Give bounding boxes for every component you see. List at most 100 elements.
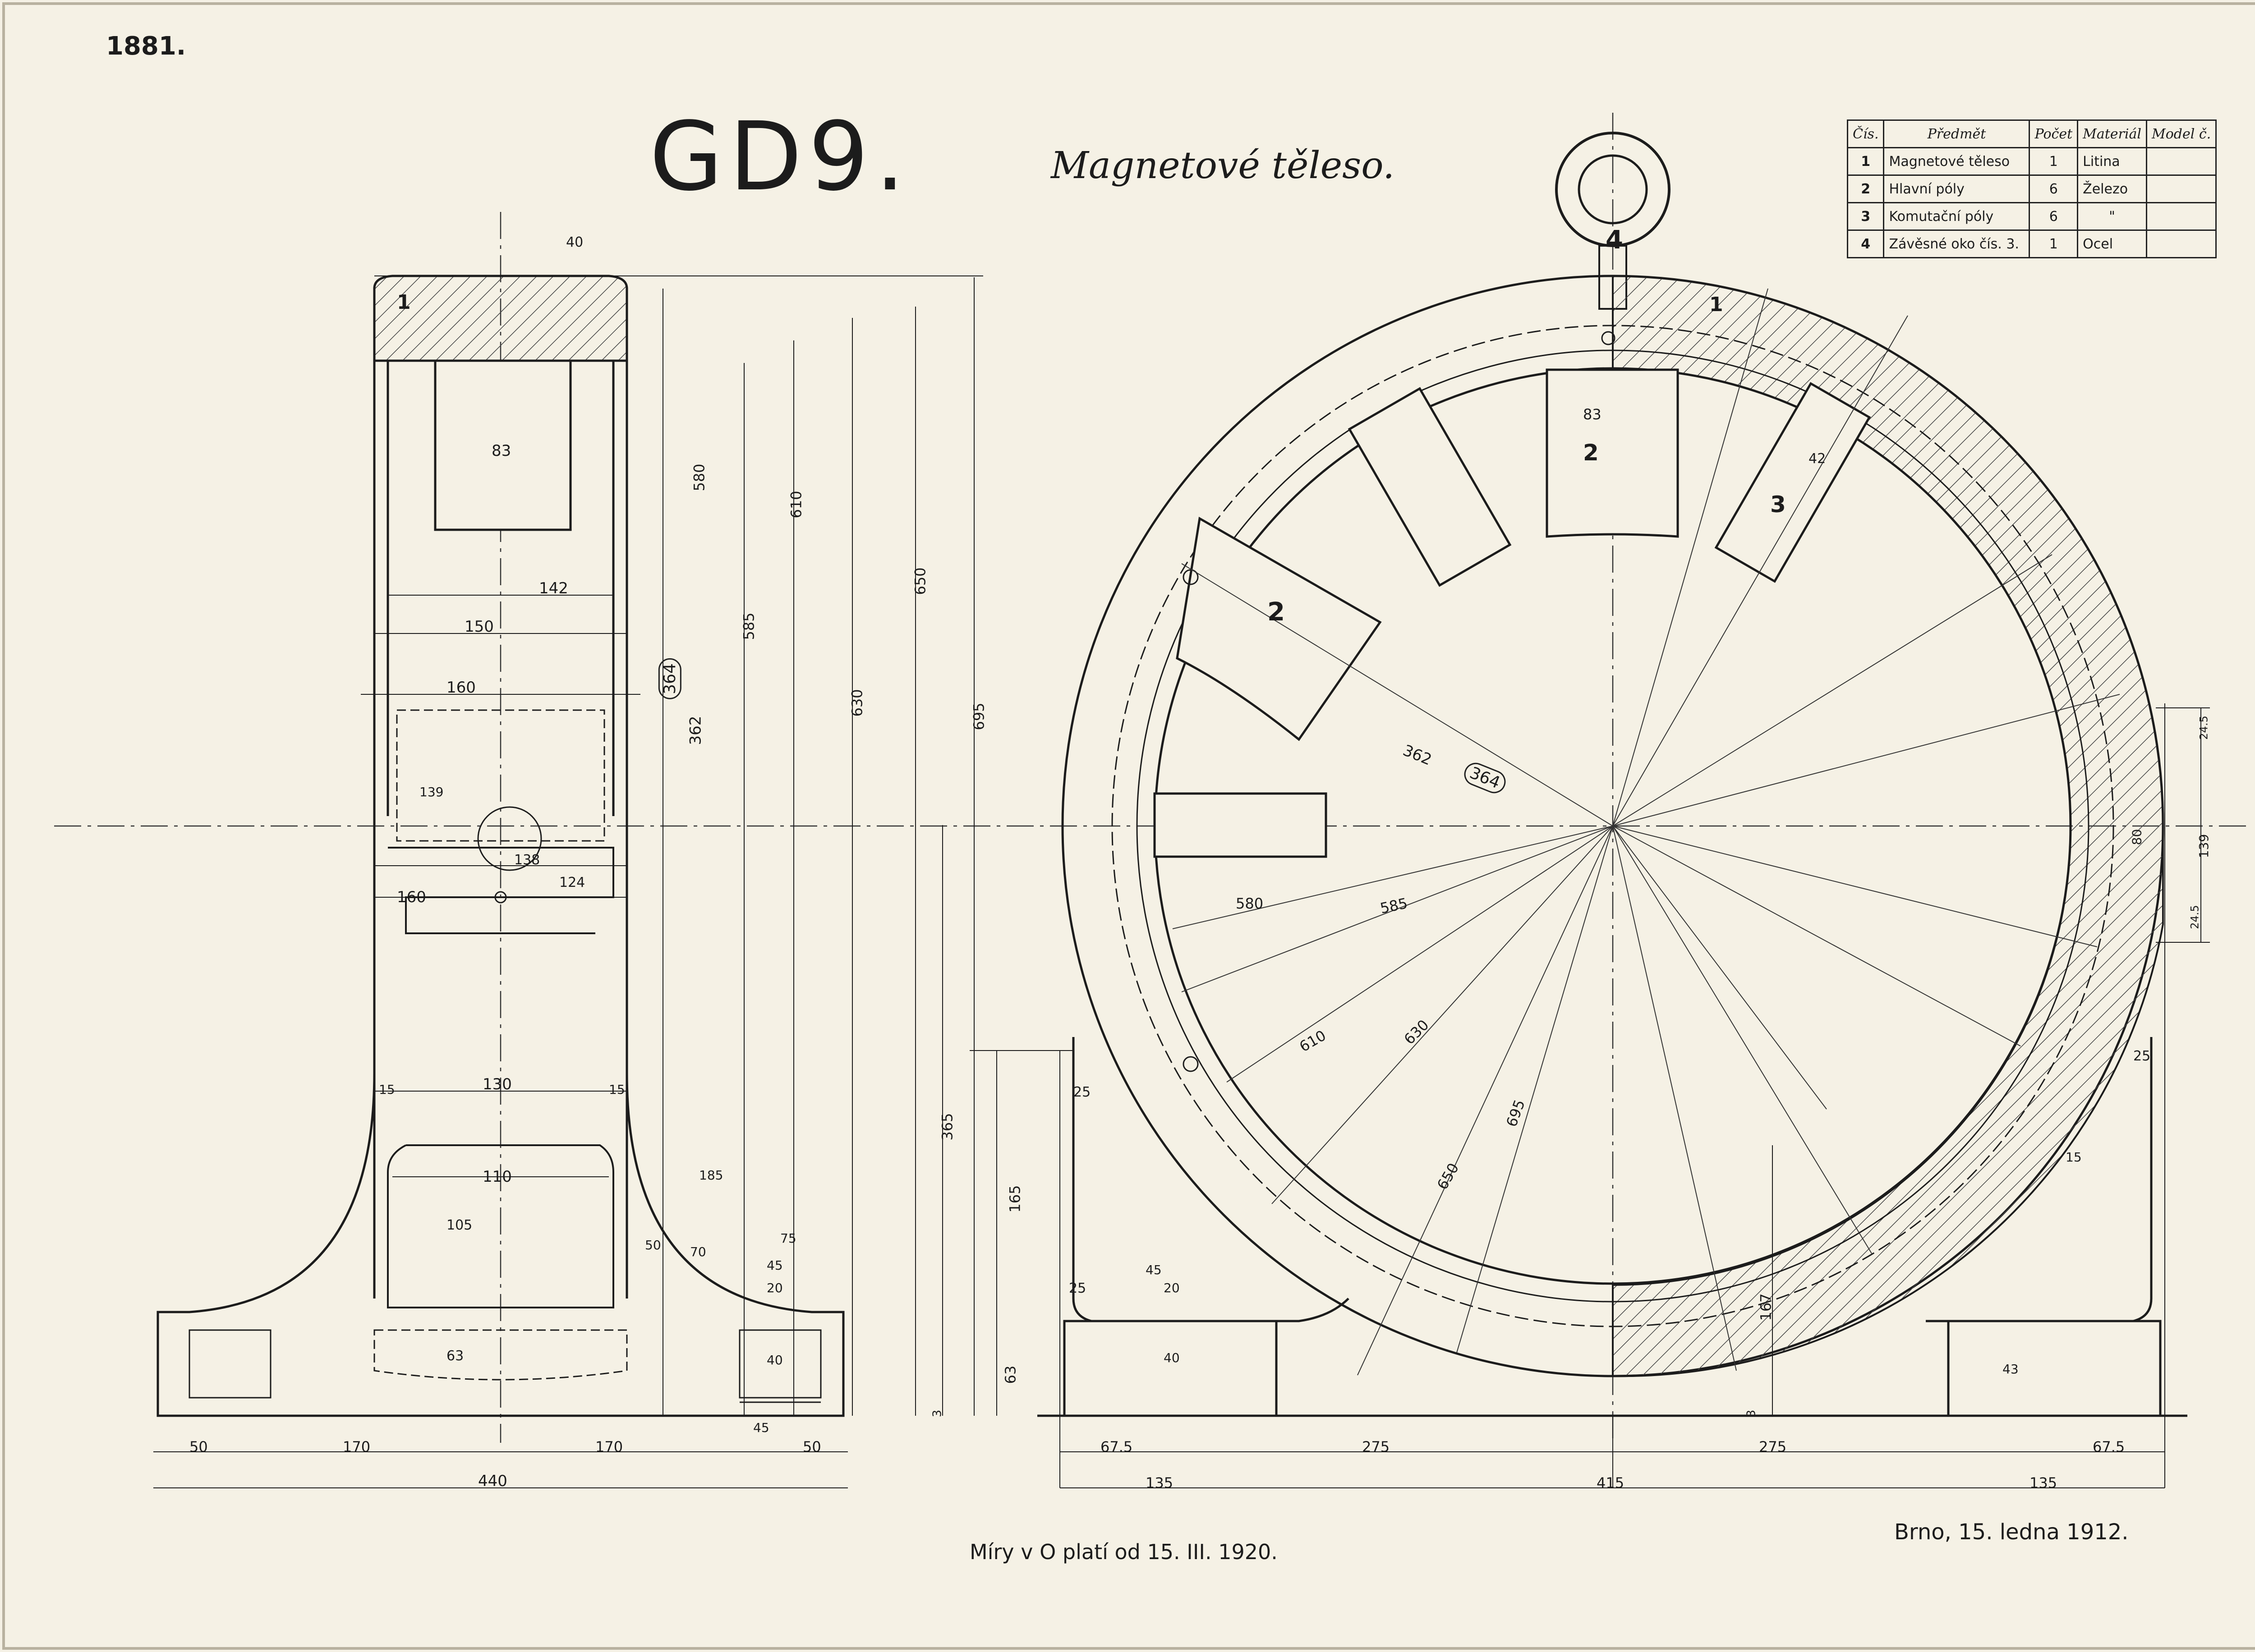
- row-count: 6: [2029, 202, 2079, 231]
- front-view: [1037, 132, 2187, 1417]
- row-count: 6: [2029, 174, 2079, 203]
- dim-label: 83: [1583, 406, 1602, 423]
- part-mark-3: 3: [1770, 491, 1786, 518]
- col-header-item: Předmět: [1883, 119, 2030, 148]
- lifting-eye-inner: [1578, 154, 1648, 225]
- part-mark-2-left: 2: [1267, 597, 1285, 627]
- row-material: ": [2077, 202, 2147, 231]
- dim-label: 138: [514, 852, 540, 868]
- row-material: Litina: [2077, 147, 2147, 176]
- dim-label: 70: [690, 1244, 706, 1259]
- dim-label: 25: [1069, 1280, 1086, 1296]
- dim-label: 15: [609, 1082, 625, 1097]
- dim-label: 440: [478, 1472, 507, 1490]
- dim-label: 135: [1146, 1474, 1174, 1491]
- parts-list-table: Čís. Předmět Počet Materiál Model č. 1 M…: [1846, 119, 2217, 258]
- main-pole-side: [434, 359, 572, 531]
- commutating-pole-right: [1714, 382, 1871, 583]
- row-item: Magnetové těleso: [1883, 147, 2030, 176]
- row-no: 4: [1846, 229, 1885, 258]
- dim-label: 585: [740, 612, 758, 640]
- dim-label: 40: [566, 234, 584, 250]
- row-model: [2145, 202, 2217, 231]
- dim-label: 43: [2002, 1362, 2019, 1377]
- drawing-title: Magnetové těleso.: [1051, 144, 1395, 187]
- validity-note: Míry v O platí od 15. III. 1920.: [970, 1540, 1278, 1564]
- dim-label: 650: [911, 567, 929, 595]
- dim-label: 630: [848, 689, 866, 717]
- dim-label: 165: [1006, 1185, 1024, 1213]
- dim-label: 83: [492, 442, 511, 460]
- dim-label: 80: [2129, 829, 2145, 845]
- table-row: 2 Hlavní póly 6 Železo: [1846, 174, 2217, 203]
- part-mark-1-side: 1: [397, 291, 411, 314]
- front-view-dimension-lines: [970, 703, 2210, 1488]
- dim-label: 365: [939, 1113, 956, 1141]
- dim-label: 40: [767, 1353, 783, 1367]
- dim-label: 3: [1744, 1409, 1758, 1418]
- dim-label-circled: 364: [658, 658, 681, 699]
- dim-label: 170: [343, 1438, 371, 1455]
- dim-label: 135: [2030, 1474, 2057, 1491]
- main-pole-left: [1176, 517, 1382, 741]
- dim-label: 150: [465, 618, 494, 636]
- dim-label: 50: [803, 1438, 821, 1455]
- commutating-pole-left: [1348, 387, 1512, 587]
- place-and-date: Brno, 15. ledna 1912.: [1894, 1519, 2129, 1545]
- dim-label: 160: [397, 888, 426, 906]
- row-item: Komutační póly: [1883, 202, 2030, 231]
- main-pole-top: [1546, 368, 1679, 538]
- dim-label: 63: [446, 1348, 464, 1364]
- radial-dimension-lines: [1172, 288, 2120, 1376]
- dim-label: 15: [379, 1082, 395, 1097]
- dim-label: 15: [2066, 1150, 2082, 1165]
- dim-label: 3: [930, 1409, 944, 1418]
- dim-label: 275: [1362, 1438, 1390, 1455]
- dim-label: 75: [780, 1231, 796, 1246]
- dim-label: 415: [1597, 1474, 1625, 1491]
- dim-label: 160: [446, 679, 476, 697]
- dim-label: 170: [595, 1438, 623, 1455]
- dim-label: 695: [970, 702, 988, 730]
- dim-label: 362: [686, 716, 705, 745]
- main-pole-side-stub: [1153, 792, 1327, 858]
- dim-label: 42: [1809, 451, 1826, 467]
- table-row: 3 Komutační póly 6 ": [1846, 202, 2217, 231]
- col-header-material: Materiál: [2077, 119, 2147, 148]
- side-view-dimension-lines: [153, 275, 983, 1488]
- sheet-number: 1881.: [106, 32, 186, 61]
- drawing-code: GD9.: [649, 101, 911, 212]
- dim-label: 45: [1146, 1262, 1162, 1277]
- dim-label: 580: [1236, 895, 1264, 912]
- dim-label: 167: [1757, 1293, 1775, 1321]
- dim-label: 610: [787, 491, 805, 519]
- row-model: [2145, 147, 2217, 176]
- dim-label: 139: [419, 785, 444, 799]
- dim-label: 580: [690, 463, 708, 491]
- dim-label: 275: [1759, 1438, 1787, 1455]
- dim-label: 139: [2196, 834, 2212, 858]
- part-mark-2-top: 2: [1583, 440, 1599, 466]
- row-material: Ocel: [2077, 229, 2147, 258]
- row-material: Železo: [2077, 174, 2147, 203]
- row-count: 1: [2029, 147, 2079, 176]
- col-header-no: Čís.: [1846, 119, 1885, 148]
- dim-label: 142: [539, 579, 568, 597]
- table-row: 4 Závěsné oko čís. 3. 1 Ocel: [1846, 229, 2217, 258]
- dim-label: 110: [483, 1168, 512, 1186]
- dim-label: 45: [767, 1258, 783, 1273]
- dim-label: 130: [483, 1075, 512, 1093]
- dim-label: 24.5: [2188, 905, 2201, 929]
- row-item: Hlavní póly: [1883, 174, 2030, 203]
- dim-label: 24.5: [2197, 716, 2210, 740]
- row-count: 1: [2029, 229, 2079, 258]
- dim-label: 40: [1164, 1350, 1180, 1365]
- dim-label: 50: [189, 1438, 208, 1455]
- dim-label: 50: [645, 1238, 661, 1253]
- row-item: Závěsné oko čís. 3.: [1883, 229, 2030, 258]
- dim-label: 25: [1073, 1084, 1091, 1100]
- row-no: 1: [1846, 147, 1885, 176]
